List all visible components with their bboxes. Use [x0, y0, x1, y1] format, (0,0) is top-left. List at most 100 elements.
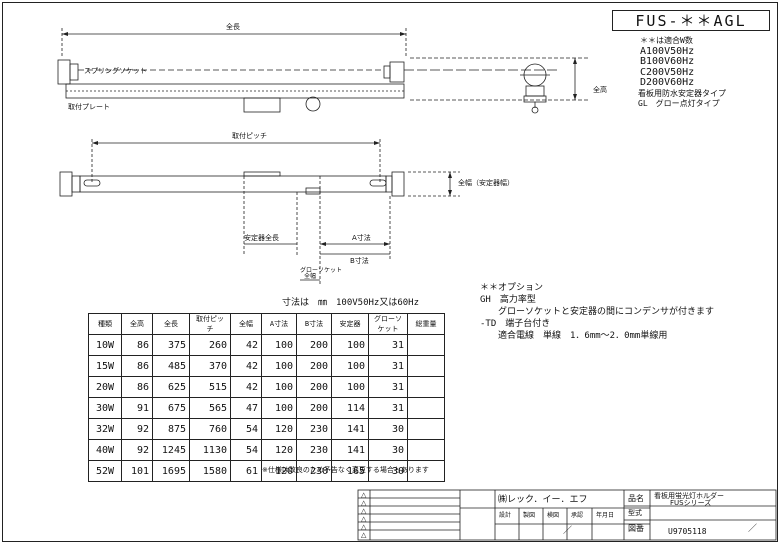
table-cell: 31 [368, 397, 408, 419]
table-header-row: 種類 全高 全長 取付ピッチ 全幅 A寸法 B寸法 安定器 グローソケット 総重… [88, 313, 445, 335]
option-line: GH 高力率型 [480, 295, 536, 305]
table-cell: 1130 [189, 439, 231, 461]
option-line: グローソケットと安定器の間にコンデンサが付きます [480, 307, 715, 317]
table-cell: 61 [230, 460, 262, 482]
table-cell: 31 [368, 334, 408, 356]
tb-header-cell: 承認 [571, 512, 584, 519]
variant-list: ＊＊は適合W数 A100V50Hz B100V60Hz C200V50Hz D2… [638, 36, 726, 110]
table-cell [407, 439, 445, 461]
table-cell: 200 [296, 334, 332, 356]
tb-header-cell: 検図 [547, 512, 560, 519]
revision-mark: △ [361, 531, 367, 539]
table-footnote: ※仕様は改良のため予告なく変更する場合もあります [262, 466, 429, 474]
label-mounting-pitch: 取付ピッチ [232, 132, 267, 140]
col-header: B寸法 [296, 313, 332, 335]
col-header: 総重量 [407, 313, 445, 335]
option-line: -TD 端子台付き [480, 319, 551, 329]
col-header: 全長 [152, 313, 190, 335]
table-cell: 54 [230, 418, 262, 440]
table-cell: 32W [88, 418, 122, 440]
type-waterproof: 看板用防水安定器タイプ [638, 88, 726, 98]
option-line: 適合電線 単線 1．6mm～2．0mm単線用 [480, 331, 668, 341]
table-cell: 54 [230, 439, 262, 461]
table-cell [407, 334, 445, 356]
tb-header-cell: 年月日 [596, 512, 615, 519]
table-cell: 200 [296, 397, 332, 419]
variant-item: B100V60Hz [640, 56, 695, 67]
table-cell: 31 [368, 355, 408, 377]
table-cell: 100 [331, 334, 369, 356]
table-cell: 100 [331, 355, 369, 377]
spec-table: 種類 全高 全長 取付ピッチ 全幅 A寸法 B寸法 安定器 グローソケット 総重… [88, 313, 445, 482]
type-glow: GL グロー点灯タイプ [638, 99, 720, 108]
table-cell: 40W [88, 439, 122, 461]
tb-header-cell: 製図 [523, 512, 536, 519]
table-cell: 515 [189, 376, 231, 398]
table-cell: 100 [261, 376, 297, 398]
label-overall-length: 全長 [226, 23, 240, 31]
col-header: グローソケット [368, 313, 408, 335]
drawing-number: U9705118 [668, 527, 707, 536]
label-ballast-length: 安定器全長 [244, 234, 279, 242]
label-dim-b: B寸法 [350, 257, 369, 265]
table-cell [407, 397, 445, 419]
table-cell: 10W [88, 334, 122, 356]
table-cell: 100 [261, 334, 297, 356]
label-glow-socket: グローソケット [300, 267, 343, 274]
revision-mark: △ [361, 499, 367, 507]
table-cell: 42 [230, 355, 262, 377]
series-name: FUSシリーズ [670, 499, 712, 507]
variant-note: ＊＊は適合W数 [640, 36, 693, 45]
table-cell: 1695 [152, 460, 190, 482]
col-header: 種類 [88, 313, 122, 335]
table-cell: 30 [368, 439, 408, 461]
table-cell: 86 [121, 376, 153, 398]
table-cell: 875 [152, 418, 190, 440]
variant-item: A100V50Hz [640, 45, 695, 57]
table-cell: 114 [331, 397, 369, 419]
label-overall-height: 全高 [593, 86, 607, 94]
variant-item: C200V50Hz [640, 66, 695, 78]
name-label: 品名 [628, 494, 644, 503]
table-cell: 141 [331, 439, 369, 461]
table-cell: 760 [189, 418, 231, 440]
table-cell: 91 [121, 397, 153, 419]
table-cell: 52W [88, 460, 122, 482]
right-spring-socket [389, 61, 405, 83]
table-cell: 565 [189, 397, 231, 419]
mid-right-socket [391, 171, 405, 197]
variant-item: D200V60Hz [640, 77, 695, 88]
table-cell: 370 [189, 355, 231, 377]
revision-mark: △ [361, 523, 367, 531]
table-cell [407, 355, 445, 377]
label-overall-width: 全幅（安定器幅） [458, 179, 514, 187]
table-cell: 30 [368, 418, 408, 440]
table-cell: 92 [121, 418, 153, 440]
mid-body [79, 175, 387, 193]
revision-mark: △ [361, 507, 367, 515]
table-cell: 485 [152, 355, 190, 377]
table-cell: 230 [296, 460, 332, 482]
col-header: 安定器 [331, 313, 369, 335]
col-header: 全幅 [230, 313, 262, 335]
table-cell: 92 [121, 439, 153, 461]
table-cell: 230 [296, 439, 332, 461]
model-label: 型式 [628, 509, 642, 517]
table-cell: 20W [88, 376, 122, 398]
revision-mark: △ [361, 515, 367, 523]
revision-mark: △ [361, 491, 367, 499]
table-cell: 86 [121, 355, 153, 377]
table-cell: 200 [296, 355, 332, 377]
table-cell [407, 460, 445, 482]
table-cell: 260 [189, 334, 231, 356]
label-spring-socket: スプリングソケット [84, 67, 147, 75]
table-cell: 120 [261, 418, 297, 440]
units-note: 寸法は ㎜ 100V50Hz又は60Hz [282, 298, 420, 308]
